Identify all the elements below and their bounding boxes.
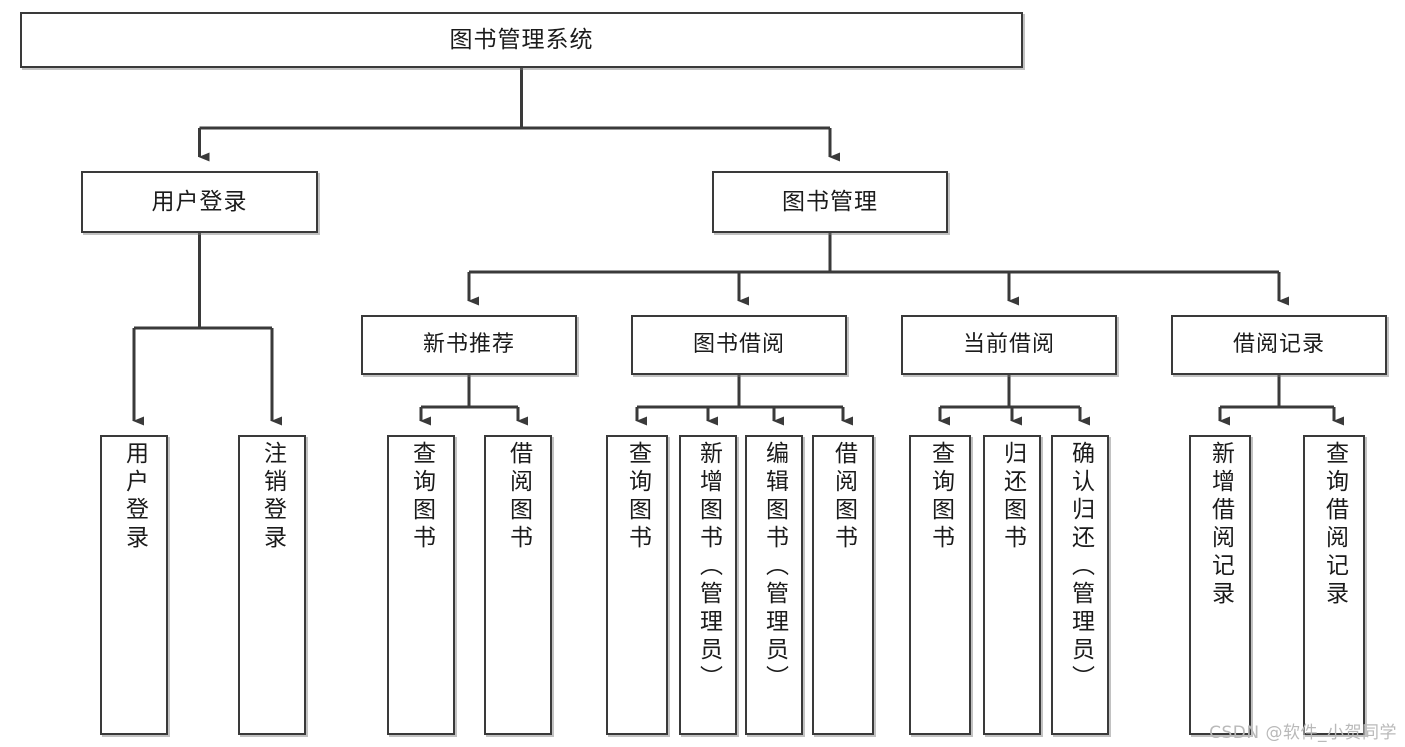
node-label: 新增借阅记录 [1207,441,1234,609]
node-leaf-user-login[interactable]: 用户登录 [100,435,168,735]
node-leaf-query-book-current[interactable]: 查询图书 [909,435,971,735]
node-label: 新增图书（管理员） [695,441,722,693]
node-leaf-add-book-admin[interactable]: 新增图书（管理员） [679,435,737,735]
node-book-borrow[interactable]: 图书借阅 [631,315,847,375]
node-leaf-edit-book-admin[interactable]: 编辑图书（管理员） [745,435,803,735]
node-label: 查询借阅记录 [1321,441,1348,609]
node-label: 查询图书 [927,441,954,553]
node-leaf-query-book-borrow[interactable]: 查询图书 [606,435,668,735]
node-label: 图书管理系统 [449,26,594,53]
node-leaf-add-borrow-record[interactable]: 新增借阅记录 [1189,435,1251,735]
node-label: 注销登录 [259,441,286,553]
node-label: 借阅图书 [505,441,532,553]
node-label: 确认归还（管理员） [1067,441,1094,693]
node-leaf-confirm-return-admin[interactable]: 确认归还（管理员） [1051,435,1109,735]
node-label: 借阅图书 [830,441,857,553]
node-leaf-return-book[interactable]: 归还图书 [983,435,1041,735]
node-label: 图书借阅 [692,332,785,358]
node-label: 用户登录 [121,441,148,553]
node-new-book-recommend[interactable]: 新书推荐 [361,315,577,375]
node-leaf-borrow-book-recommend[interactable]: 借阅图书 [484,435,552,735]
node-label: 用户登录 [151,188,248,215]
node-label: 当前借阅 [962,332,1055,358]
node-leaf-query-borrow-record[interactable]: 查询借阅记录 [1303,435,1365,735]
node-root-system[interactable]: 图书管理系统 [20,12,1023,68]
watermark: CSDN @软件_小贺同学 [1209,723,1397,743]
node-label: 新书推荐 [422,332,515,358]
node-label: 编辑图书（管理员） [761,441,788,693]
node-leaf-borrow-book[interactable]: 借阅图书 [812,435,874,735]
node-borrow-records[interactable]: 借阅记录 [1171,315,1387,375]
node-label: 借阅记录 [1232,332,1325,358]
node-book-management[interactable]: 图书管理 [712,171,948,233]
node-label: 查询图书 [408,441,435,553]
node-label: 归还图书 [999,441,1026,553]
node-leaf-logout[interactable]: 注销登录 [238,435,306,735]
node-leaf-query-book-recommend[interactable]: 查询图书 [387,435,455,735]
node-label: 查询图书 [624,441,651,553]
node-label: 图书管理 [782,188,878,215]
node-user-login[interactable]: 用户登录 [81,171,318,233]
node-current-borrow[interactable]: 当前借阅 [901,315,1117,375]
